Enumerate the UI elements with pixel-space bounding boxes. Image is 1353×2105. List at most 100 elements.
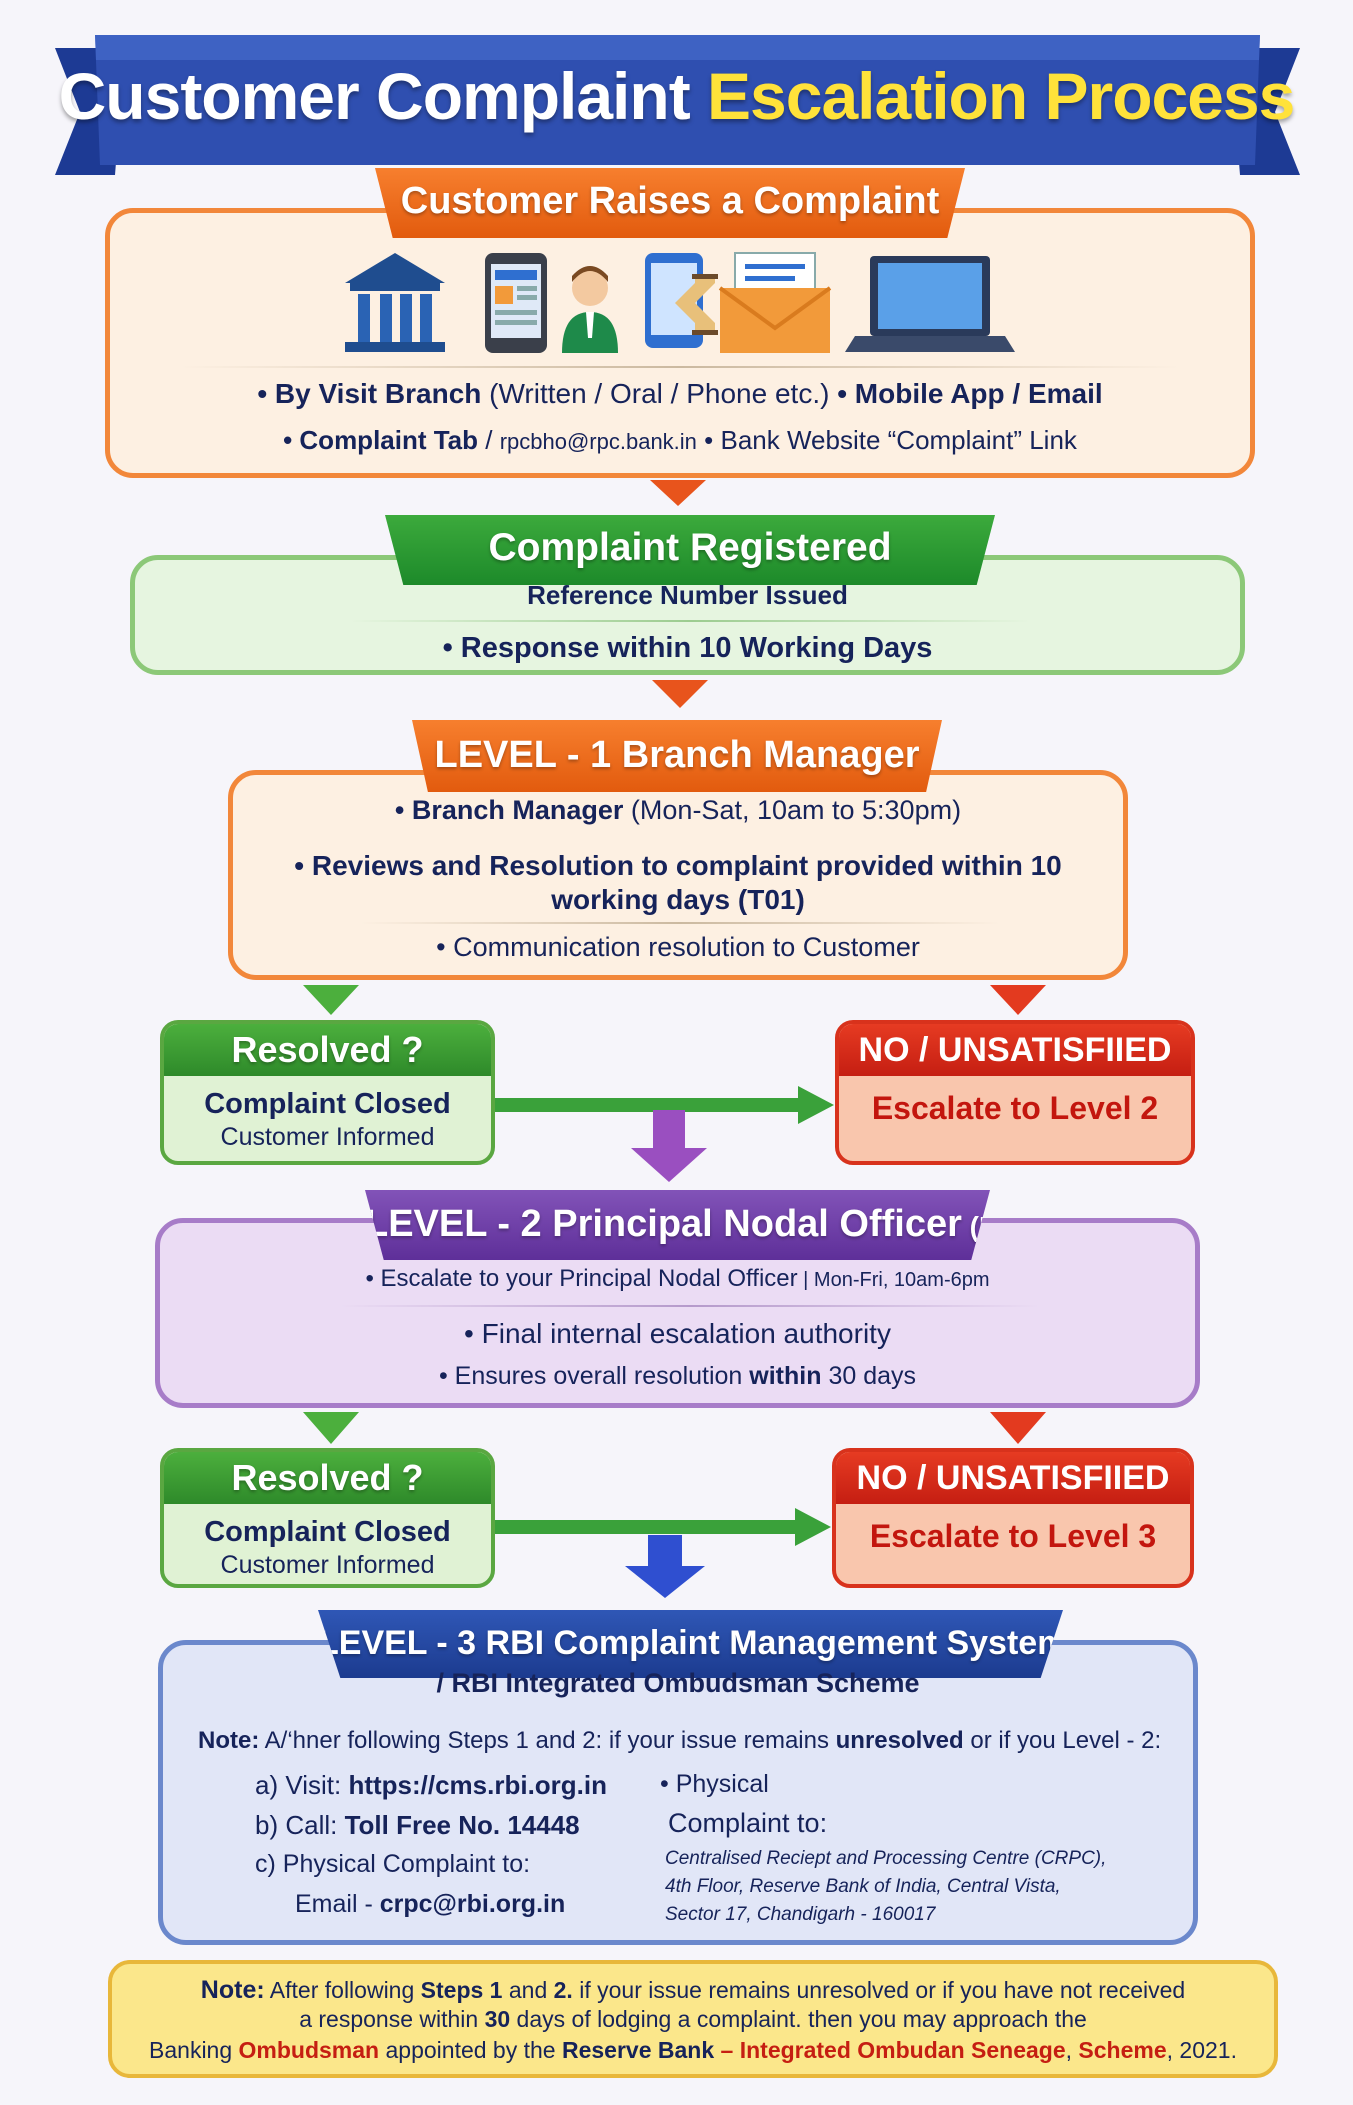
- unsatisfied-heading: NO / UNSATISFIIED: [836, 1452, 1190, 1504]
- note-label: Note:: [200, 1976, 265, 2004]
- ombudsman-scheme: / RBI Integrated Ombudsman Scheme: [436, 1668, 920, 1698]
- escalate-nodal: • Escalate to your Principal Nodal Offic…: [365, 1265, 798, 1292]
- complaint-channel-icons: [345, 252, 1015, 353]
- laptop-icon: [845, 256, 1015, 352]
- bottom-note-line2: a response within 30 days of lodging a c…: [108, 2006, 1278, 2033]
- response-time: • Response within 10 Working Days: [442, 632, 933, 664]
- level1-line2: • Reviews and Resolution to complaint pr…: [294, 850, 1062, 881]
- escalate-level3: Escalate to Level 3: [869, 1518, 1157, 1554]
- level3-note: Note: A/‘hner following Steps 1 and 2: i…: [198, 1727, 1188, 1755]
- title-part1: Customer Complaint: [58, 59, 691, 133]
- arrow-down-red-icon: [990, 985, 1046, 1015]
- customer-informed: Customer Informed: [220, 1551, 435, 1579]
- bank-icon: [345, 253, 445, 352]
- unsatisfied-box-2: NO / UNSATISFIIED Escalate to Level 3: [832, 1448, 1194, 1588]
- note-t3e: –: [714, 2037, 740, 2063]
- level1-line1: • Branch Manager (Mon-Sat, 10am to 5:30p…: [228, 795, 1128, 826]
- step1-line2: • Complaint Tab / rpcbho@rpc.bank.in • B…: [105, 425, 1255, 456]
- note-t1e: if your issue remains unresolved or if y…: [572, 1977, 1186, 2003]
- unsatisfied-box-1: NO / UNSATISFIIED Escalate to Level 2: [835, 1020, 1195, 1165]
- note-t3c: appointed by the: [379, 2037, 562, 2063]
- website-channel: • Bank Website “Complaint” Link: [696, 425, 1077, 455]
- physical-bullet: • Physical: [660, 1770, 769, 1798]
- note-t1b: Steps 1: [420, 1977, 503, 2003]
- bottom-note-line1: Note: After following Steps 1 and 2. if …: [108, 1976, 1278, 2005]
- bottom-note-box: [108, 1960, 1278, 2078]
- note-t3f: Integrated Ombudan Seneage: [739, 2037, 1066, 2063]
- unsatisfied-heading: NO / UNSATISFIIED: [839, 1024, 1191, 1076]
- branch-hours: (Mon-Sat, 10am to 5:30pm): [623, 795, 962, 825]
- level2-title: Principal Nodal Officer: [541, 1203, 962, 1245]
- note-t1d: 2.: [553, 1977, 573, 2003]
- reference-number: Reference Number Issued: [527, 580, 848, 610]
- note-t3d: Reserve Bank: [561, 2037, 715, 2063]
- arrow-blue-shaft: [648, 1535, 682, 1569]
- arrow-down-blue-icon: [625, 1566, 705, 1598]
- resolved-box-2: Resolved ? Complaint Closed Customer Inf…: [160, 1448, 495, 1588]
- branch-channel-detail: (Written / Oral / Phone etc.): [481, 378, 838, 409]
- hourglass-phone-icon: [645, 253, 718, 348]
- level2-line3: • Ensures overall resolution within 30 d…: [155, 1362, 1200, 1391]
- arrow-down-icon: [650, 480, 706, 506]
- visit-label: a) Visit:: [255, 1770, 349, 1800]
- note-t2b: 30: [484, 2006, 511, 2032]
- arrow-down-icon: [652, 680, 708, 708]
- note-t3g: ,: [1065, 2037, 1079, 2063]
- branch-channel: • By Visit Branch: [257, 378, 482, 409]
- note-bold: unresolved: [835, 1727, 964, 1754]
- separator: /: [478, 425, 500, 455]
- address-line3: Sector 17, Chandigarh - 160017: [665, 1904, 936, 1925]
- page-title: Customer Complaint Escalation Process: [0, 58, 1353, 134]
- resolution-days: 30 days: [821, 1362, 917, 1390]
- level2-label: LEVEL - 2: [365, 1203, 542, 1245]
- note-text: A/‘hner following Steps 1 and 2: if your…: [259, 1727, 836, 1754]
- note-t3b: Ombudsman: [238, 2037, 380, 2063]
- escalate-level2: Escalate to Level 2: [871, 1090, 1159, 1126]
- step2-divider: [350, 620, 1030, 622]
- address-line2: 4th Floor, Reserve Bank of India, Centra…: [665, 1876, 1061, 1897]
- arrow-down-green-icon: [303, 985, 359, 1015]
- complaint-closed: Complaint Closed: [204, 1516, 451, 1548]
- email-line: Email - crpc@rbi.org.in: [295, 1890, 565, 1919]
- arrow-right-shaft: [495, 1520, 797, 1534]
- cms-link[interactable]: https://cms.rbi.org.in: [348, 1770, 608, 1800]
- bottom-note-line3: Banking Ombudsman appointed by the Reser…: [108, 2037, 1278, 2064]
- branch-manager-label: • Branch Manager: [394, 795, 624, 825]
- raise-complaint-tab: Customer Raises a Complaint: [375, 168, 965, 238]
- visit-line: a) Visit: https://cms.rbi.org.in: [255, 1770, 607, 1801]
- arrow-down-red-icon: [990, 1412, 1046, 1444]
- level2-divider: [340, 1305, 1040, 1307]
- mobile-app-icon: [485, 253, 547, 353]
- toll-free-number[interactable]: Toll Free No. 14448: [344, 1810, 580, 1840]
- level1-label: LEVEL - 1: [434, 734, 612, 776]
- arrow-down-purple-icon: [631, 1148, 707, 1182]
- resolution-text: • Ensures overall resolution: [438, 1362, 750, 1390]
- level1-divider: [360, 922, 1000, 924]
- note-label: Note:: [198, 1727, 260, 1754]
- level1-tab: LEVEL - 1 Branch Manager: [412, 720, 942, 792]
- arrow-right-shaft: [495, 1098, 800, 1112]
- arrow-right-icon: [798, 1086, 834, 1124]
- note-t2a: a response within: [299, 2006, 485, 2032]
- customer-icon: [562, 266, 618, 353]
- complaint-to: Complaint to:: [668, 1808, 828, 1838]
- note-t1a: After following: [264, 1977, 421, 2003]
- arrow-purple-shaft: [653, 1110, 685, 1150]
- level3-box: [158, 1640, 1198, 1945]
- step1-line1: • By Visit Branch (Written / Oral / Phon…: [105, 378, 1255, 410]
- note-t3h: Scheme: [1078, 2037, 1167, 2063]
- email-label: Email -: [295, 1890, 380, 1918]
- arrow-down-green-icon: [303, 1412, 359, 1444]
- level3-tab: LEVEL - 3 RBI Complaint Management Syste…: [318, 1610, 1063, 1678]
- crpc-email[interactable]: crpc@rbi.org.in: [379, 1890, 566, 1918]
- level1-line3: working days (T01): [551, 884, 805, 915]
- physical-line: c) Physical Complaint to:: [255, 1850, 531, 1878]
- note-t3a: Banking: [149, 2037, 239, 2063]
- resolved-box-1: Resolved ? Complaint Closed Customer Inf…: [160, 1020, 495, 1165]
- level1-title: Branch Manager: [611, 734, 920, 776]
- complaint-email: rpcbho@rpc.bank.in: [499, 429, 697, 454]
- note-end: or if you Level - 2:: [963, 1727, 1162, 1754]
- level2-tab: LEVEL - 2 Principal Nodal Officer (HO): [365, 1190, 990, 1260]
- title-banner: [55, 35, 1300, 175]
- level3-label: LEVEL - 3: [318, 1624, 477, 1662]
